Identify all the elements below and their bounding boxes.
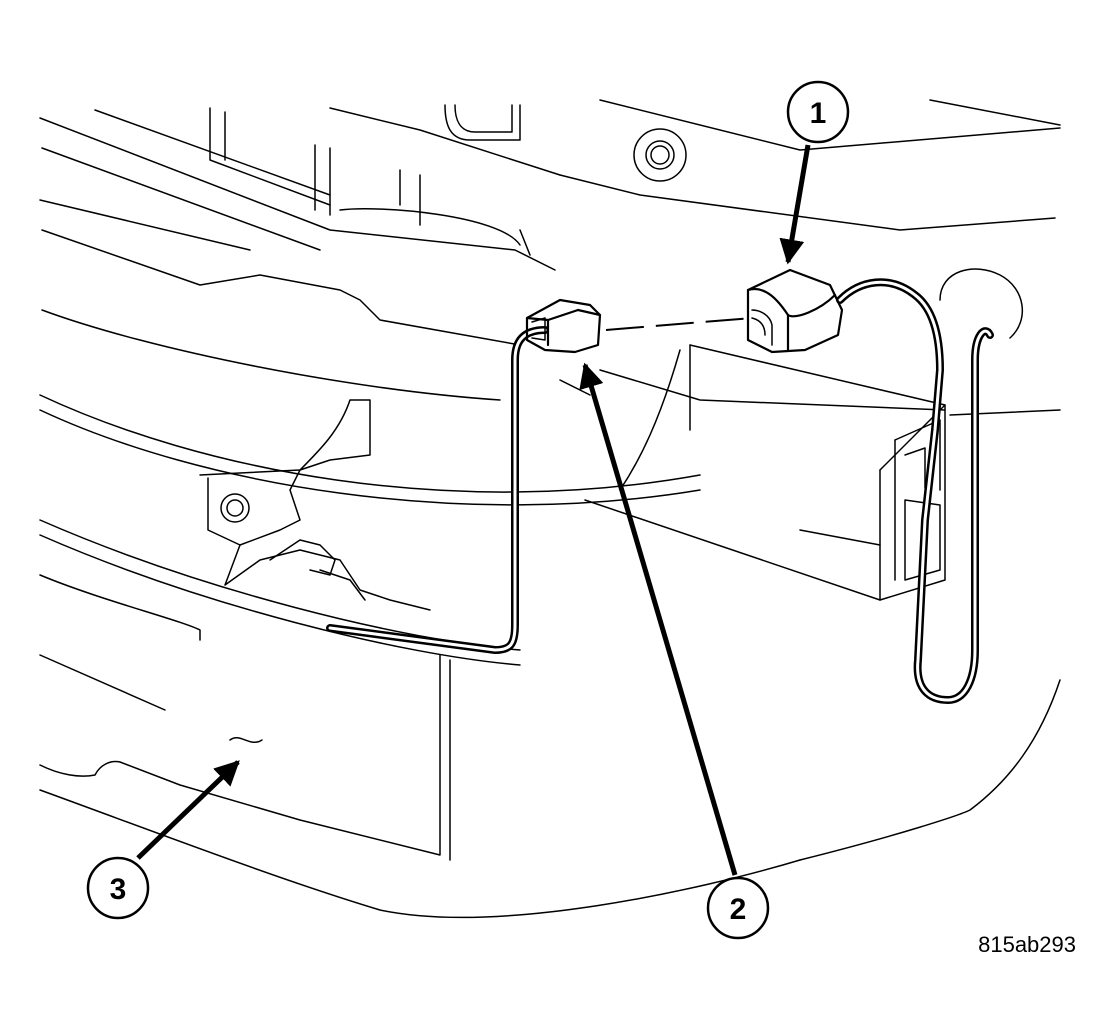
connector-1 — [746, 268, 844, 354]
wire-harness — [326, 278, 994, 704]
harness-connector-left — [525, 298, 602, 354]
callout-2: 2 — [579, 362, 770, 940]
connection-dashed-line — [605, 317, 753, 331]
callout-1-number: 1 — [810, 97, 827, 130]
callout-1: 1 — [779, 80, 850, 265]
figure-id-label: 815ab293 — [978, 932, 1076, 957]
vehicle-body-outline — [39, 99, 1061, 919]
callout-2-number: 2 — [730, 893, 747, 926]
callout-3: 3 — [86, 760, 240, 920]
callout-3-number: 3 — [110, 873, 127, 906]
